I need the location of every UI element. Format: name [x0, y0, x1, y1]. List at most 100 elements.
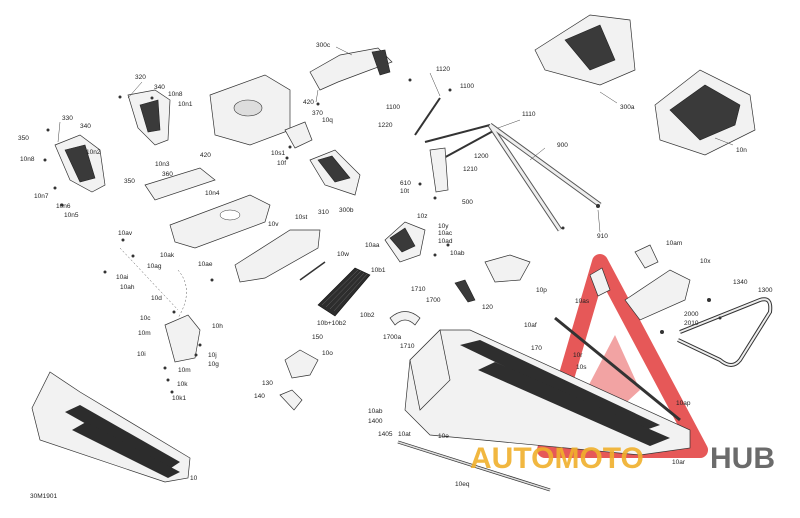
callout-label: 1340: [733, 279, 748, 286]
callout-label: 500: [462, 199, 473, 206]
callout-label: 610: [400, 180, 411, 187]
callout-label: 1700: [426, 297, 441, 304]
callout-label: 1405: [378, 431, 393, 438]
callout-label: 10b2: [360, 312, 375, 319]
part-10n-frame: [654, 69, 756, 156]
callout-label: 1700a: [383, 334, 401, 341]
callout-label: 10h: [212, 323, 223, 330]
callout-label: 900: [557, 142, 568, 149]
callout-label: 10d: [151, 295, 162, 302]
callout-label: 10k1: [172, 395, 186, 402]
callout-label: 1100: [386, 104, 400, 111]
callout-label: 10ak: [160, 252, 175, 259]
callout-label: 10n8: [168, 91, 183, 98]
callout-label: 10aa: [365, 242, 380, 249]
callout-label: 120: [482, 304, 493, 311]
callout-label: 10ae: [198, 261, 213, 268]
part-10b-heat-exchanger: [317, 267, 371, 317]
callout-label: 10i: [137, 351, 146, 358]
callout-label: 170: [531, 345, 542, 352]
callout-label: 300a: [620, 104, 635, 111]
callout-label: 10v: [268, 221, 279, 228]
callout-label: 10r: [573, 352, 583, 359]
part-10w-rod: [299, 261, 326, 281]
part-10v-side-panel: [234, 229, 321, 283]
part-300a-frame: [534, 14, 636, 86]
callout-label: 10b1: [371, 267, 386, 274]
callout-label: 10: [190, 475, 198, 482]
callout-label: 10n3: [155, 161, 170, 168]
part-10c-bracket: [119, 247, 201, 363]
part-10r-rail: [554, 316, 681, 422]
callout-label: 10ad: [438, 238, 453, 245]
callout-label: 10n6: [56, 203, 71, 210]
callout-label: 140: [254, 393, 265, 400]
callout-label: 10af: [524, 322, 537, 329]
part-main-chassis: [404, 329, 691, 456]
watermark-word-b: HUB: [710, 442, 775, 475]
part-10z-bracket: [384, 221, 426, 263]
callout-label: 130: [262, 380, 273, 387]
callout-label: 910: [597, 233, 608, 240]
callout-label: 1220: [378, 122, 393, 129]
part-10p-bracket: [484, 254, 531, 283]
part-1700: [389, 311, 421, 326]
callout-label: 10p: [536, 287, 547, 294]
callout-label: 1400: [368, 418, 383, 425]
callout-label: 310: [318, 209, 329, 216]
callout-label: 10n2: [86, 149, 101, 156]
callout-label: 1110: [522, 111, 536, 118]
callout-label: 350: [124, 178, 135, 185]
callout-label: 2010: [684, 320, 699, 327]
callout-label: 10s1: [271, 150, 285, 157]
watermark-word-a: AUTOMOTO: [470, 442, 644, 475]
part-150: [284, 349, 319, 379]
callout-label: 10n7: [34, 193, 49, 200]
part-130: [279, 389, 303, 411]
callout-label: 330: [62, 115, 73, 122]
callout-label: 10y: [438, 223, 449, 230]
part-10-rear-tunnel: [31, 371, 191, 483]
callout-label: 10ac: [438, 230, 453, 237]
callout-label: 10ai: [116, 274, 128, 281]
callout-label: 300b: [339, 207, 354, 214]
callout-label: 1120: [436, 66, 450, 73]
callout-label: 10w: [337, 251, 349, 258]
callout-label: 10at: [398, 431, 411, 438]
callout-label: 1210: [463, 166, 478, 173]
callout-label: 10s: [576, 364, 587, 371]
callout-label: 10c: [140, 315, 151, 322]
callout-label: 340: [80, 123, 91, 130]
callout-label: 10ab: [450, 250, 465, 257]
callout-label: 2000: [684, 311, 699, 318]
callout-label: 10x: [700, 258, 711, 265]
callout-label: 350: [18, 135, 29, 142]
callout-label: 10z: [417, 213, 427, 220]
callout-label: 10am: [666, 240, 682, 247]
callout-label: 10n4: [205, 190, 220, 197]
part-10x-bracket: [589, 244, 691, 321]
callout-label: 360: [162, 171, 173, 178]
part-bulkhead: [209, 74, 291, 146]
diagram-code: 30M1901: [30, 493, 57, 500]
callout-label: 10ab: [368, 408, 383, 415]
callout-label: 10eq: [455, 481, 470, 488]
callout-label: 10q: [322, 117, 333, 124]
callout-label: 10e: [438, 433, 449, 440]
part-120: [454, 279, 476, 303]
callout-label: 300c: [316, 42, 331, 49]
callout-label: 1100: [460, 83, 474, 90]
callout-label: 420: [303, 99, 314, 106]
part-370-bracket: [284, 121, 313, 149]
part-10eq-rail-highlight: [397, 441, 551, 491]
part-300c-seat-frame: [309, 47, 393, 103]
leader-lines: [57, 46, 734, 233]
callout-label: 10ag: [147, 263, 162, 270]
callout-label: 10m: [178, 367, 191, 374]
part-10n2-bracket: [54, 134, 106, 193]
callout-label: 10k: [177, 381, 188, 388]
callout-label: 10n: [736, 147, 747, 154]
part-10n1-side-panel: [127, 89, 171, 146]
